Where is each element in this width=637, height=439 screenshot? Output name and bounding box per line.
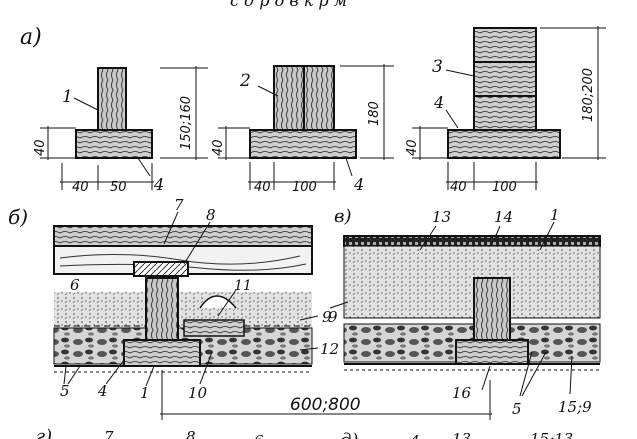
- beam-3-dim-left: 40: [450, 180, 467, 195]
- panel-v-callout-13: 13: [432, 208, 451, 226]
- top-cutoff-text: с д р о в к р м: [230, 0, 347, 10]
- panel-d-label: д): [340, 430, 358, 439]
- panel-a-label: а): [20, 25, 42, 50]
- beam-1-height-dim: 150;160: [179, 96, 194, 150]
- beam-3-part: 4: [433, 93, 444, 112]
- panel-b: б) 7 8 6 11 9 12 5 4: [8, 196, 492, 420]
- beam-2-height-dim: 180: [367, 101, 382, 126]
- bottom-cutoff-row: г) 7 8 6 д) 4 13 15;13: [36, 426, 573, 439]
- beam-3-base-dim: 40: [405, 139, 420, 156]
- beam-1-dim-left: 40: [72, 180, 89, 195]
- panel-v-callout-1: 1: [550, 206, 560, 224]
- panel-b-slab: [183, 319, 245, 337]
- beam-2-base-dim: 40: [211, 139, 226, 156]
- panel-g-callout-8: 8: [186, 428, 196, 439]
- panel-b-insulation-fill: [54, 292, 312, 328]
- panel-b-callout-6: 6: [70, 276, 80, 294]
- beam-1-base-dim: 40: [33, 139, 48, 156]
- beam-2-number: 2: [239, 71, 251, 91]
- panel-v-callout-9: 9: [328, 308, 338, 326]
- panel-b-arch: [199, 295, 237, 309]
- panel-v-callout-5: 5: [512, 400, 522, 418]
- panel-d-callout-4: 4: [409, 432, 420, 439]
- panel-g-callout-7: 7: [104, 428, 114, 439]
- panel-b-label: б): [8, 205, 28, 229]
- panel-b-callout-9: 9: [322, 308, 332, 326]
- panel-b-callout-8: 8: [206, 206, 216, 224]
- panel-d-callout-13: 13: [452, 430, 471, 439]
- panel-b-floor-board: [53, 225, 313, 247]
- panel-v: в) 13 14 1 9 16 5 15;9: [328, 206, 601, 418]
- beam-3-height-dim: 180;200: [581, 68, 596, 122]
- beam-2-dim-left: 40: [254, 180, 271, 195]
- panel-g-callout-6: 6: [254, 432, 264, 439]
- beam-2-part: 4: [353, 175, 364, 194]
- panel-b-callout-1: 1: [140, 384, 150, 402]
- beam-1: 40 50 150;160 40 1 4: [33, 66, 208, 195]
- panel-b-callout-10: 10: [188, 384, 208, 402]
- panel-v-screed: [343, 245, 601, 319]
- beam-2-web-right: [303, 65, 335, 131]
- panel-b-callout-5: 5: [60, 382, 70, 400]
- beam-2-web-left: [273, 65, 305, 131]
- beam-3-number: 3: [432, 57, 443, 77]
- beam-1-dim-right: 50: [110, 180, 127, 195]
- beam-2-flange: [249, 129, 357, 159]
- beam-2-dim-right: 100: [292, 180, 317, 195]
- beam-2: 40 100 180 40 2 4: [211, 64, 394, 195]
- panel-v-beam-flange: [455, 339, 529, 365]
- panel-d-callout-15-13: 15;13: [530, 430, 573, 439]
- beam-3-plank-3: [473, 95, 537, 131]
- panel-b-callout-12: 12: [320, 340, 339, 358]
- span-dim-text: 600;800: [290, 395, 361, 415]
- panel-g-label: г): [36, 426, 52, 439]
- panel-v-callout-14: 14: [494, 208, 513, 226]
- beam-3-flange: [447, 129, 561, 159]
- beam-3-plank-2: [473, 61, 537, 97]
- panel-a: а) 40 50 150;160 40 1 4: [20, 25, 606, 195]
- panel-b-gasket: [133, 261, 189, 277]
- beam-3-plank-1: [473, 27, 537, 63]
- panel-b-callout-4: 4: [97, 382, 108, 400]
- beam-3: 40 100 180;200 40 3 4: [405, 26, 606, 195]
- panel-v-label: в): [334, 206, 352, 227]
- beam-1-number: 1: [62, 87, 73, 107]
- panel-b-callout-11: 11: [234, 278, 252, 294]
- beam-1-web: [97, 67, 127, 131]
- panel-b-beam-flange: [123, 339, 201, 367]
- panel-b-callout-7: 7: [174, 196, 184, 214]
- panel-v-callout-15-9: 15;9: [558, 398, 592, 416]
- beam-3-dim-right: 100: [492, 180, 517, 195]
- panel-v-linoleum: [343, 235, 601, 247]
- beam-1-flange: [75, 129, 153, 159]
- panel-v-callout-16: 16: [452, 384, 472, 402]
- beam-1-part: 4: [153, 175, 164, 194]
